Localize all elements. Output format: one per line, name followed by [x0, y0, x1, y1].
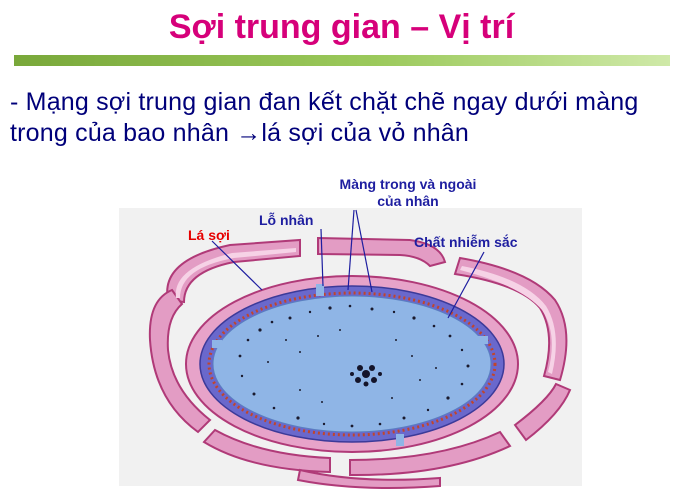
label-nuclear-pore: Lỗ nhân — [259, 212, 314, 228]
chromatin-speckles — [238, 304, 470, 428]
nucleolus — [350, 365, 382, 387]
endoplasmic-reticulum — [148, 236, 572, 489]
bullet-text: - Mạng sợi trung gian đan kết chặt chẽ n… — [10, 88, 639, 147]
slide-title: Sợi trung gian – Vị trí — [168, 8, 515, 46]
label-nuclear-lamina: Lá sợi — [188, 227, 230, 243]
label-membranes-line1: Màng trong và ngoài — [339, 176, 477, 192]
title-underline-bar — [14, 55, 670, 66]
label-chromatin: Chất nhiễm sắc — [414, 234, 518, 250]
label-membranes-line2: của nhân — [377, 193, 439, 209]
